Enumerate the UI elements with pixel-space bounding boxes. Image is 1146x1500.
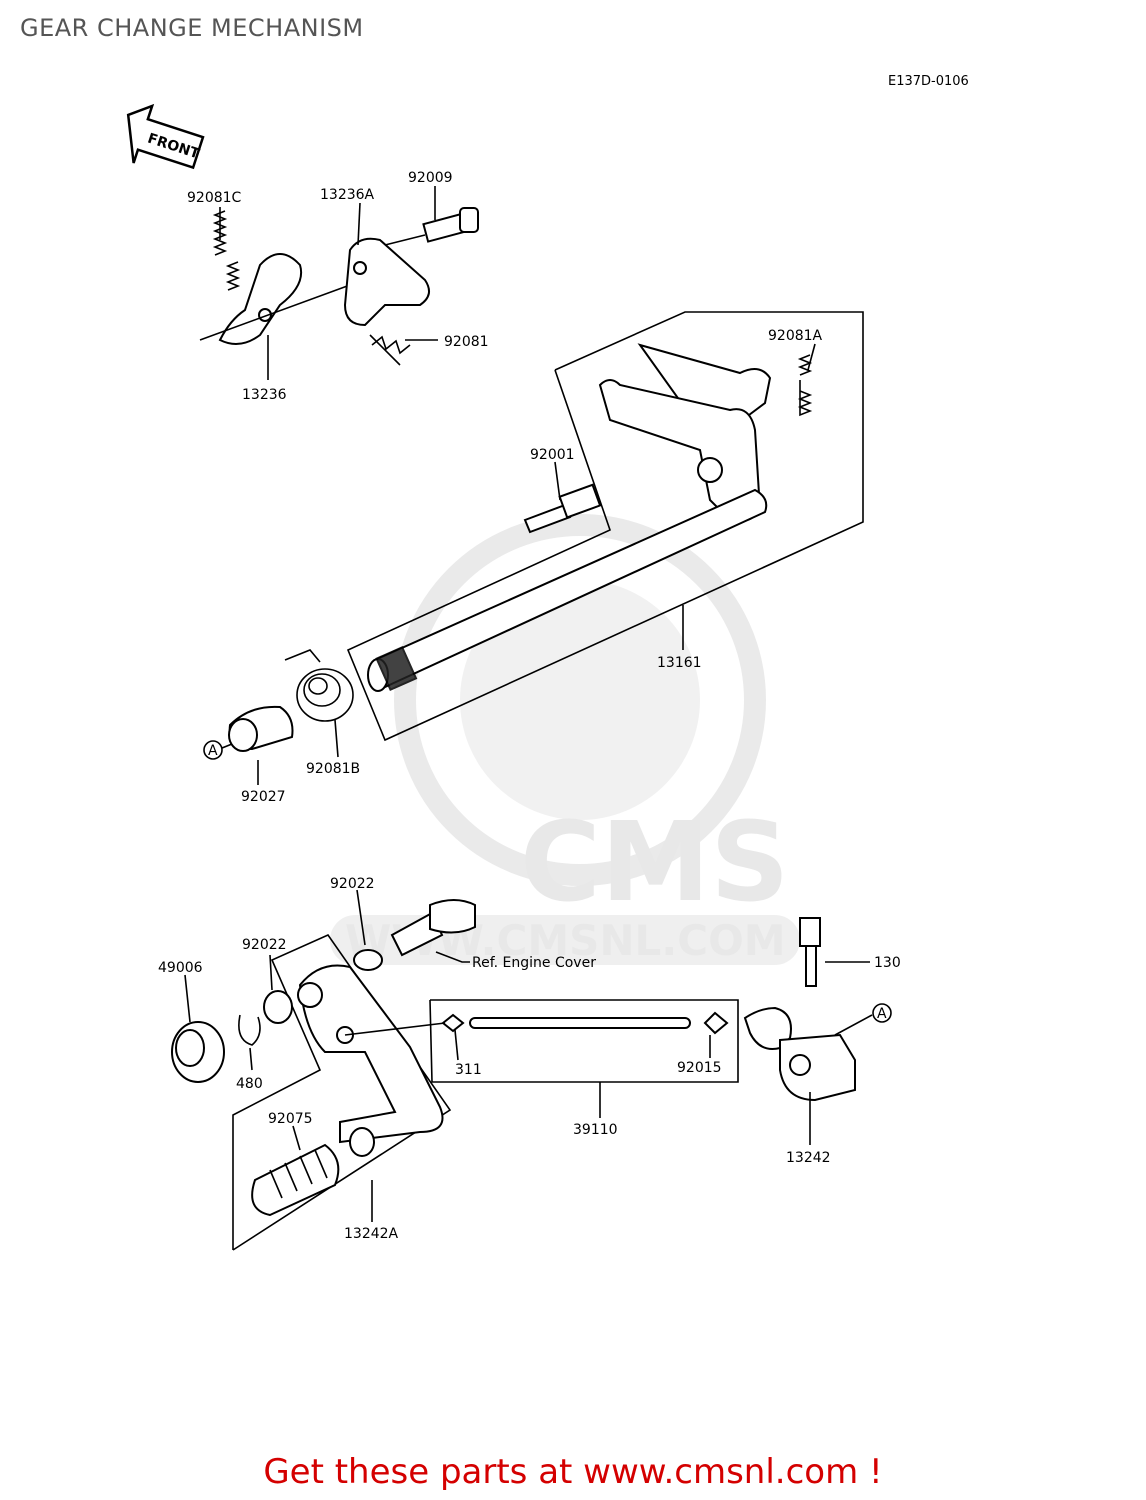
leader-lines	[184, 186, 873, 1222]
cap-49006-icon	[171, 1021, 225, 1083]
part-label: 49006	[158, 960, 203, 976]
washer-92022-left-icon	[263, 990, 293, 1024]
washer-92022-top-icon	[353, 949, 383, 971]
part-label: 39110	[573, 1122, 618, 1138]
part-label: 480	[236, 1076, 263, 1092]
bolt-130-icon	[799, 917, 821, 987]
front-arrow: FRONT	[126, 103, 205, 170]
svg-text:A: A	[877, 1006, 887, 1022]
parts-diagram: CMS WWW.CMSNL.COM FRONT	[126, 103, 901, 1251]
shift-arm-13242-icon	[743, 1006, 856, 1102]
part-labels: 92081C 13236A 92009 92081 13236 92081A 9…	[158, 170, 901, 1242]
part-label: 92022	[330, 876, 375, 892]
spring-92081b-icon	[284, 649, 354, 722]
diagram-code: E137D-0106	[888, 74, 969, 89]
part-label: 92081C	[187, 190, 242, 206]
plate-13236-icon	[218, 253, 302, 345]
rod-group-outline	[429, 999, 739, 1083]
shaft-group-outline	[346, 311, 864, 742]
part-label: 92081B	[306, 761, 360, 777]
reference-note: Ref. Engine Cover	[472, 955, 596, 971]
pedal-rubber-92075-icon	[251, 1127, 375, 1217]
part-label: 92075	[268, 1111, 313, 1127]
plate-13236a-icon	[343, 237, 430, 327]
shift-fork-icon	[598, 343, 772, 523]
spring-92081c-icon	[212, 210, 241, 291]
part-label: 92027	[241, 789, 286, 805]
spring-92081-icon	[369, 334, 411, 366]
part-label: 130	[874, 955, 901, 971]
watermark-brand: CMS	[520, 798, 789, 926]
circlip-480-icon	[238, 1014, 261, 1046]
part-label: 13236A	[320, 187, 375, 203]
collar-92027-icon	[228, 705, 294, 752]
part-label: 92001	[530, 447, 575, 463]
svg-text:A: A	[208, 743, 218, 759]
shift-shaft-13161-icon	[367, 488, 768, 692]
pedal-group-outline	[232, 933, 452, 1251]
shift-pedal-13242a-icon	[297, 964, 444, 1144]
spring-92081a-icon	[797, 354, 813, 417]
part-label: 13236	[242, 387, 287, 403]
bolt-92001-icon	[523, 483, 602, 534]
part-label: 92081A	[768, 328, 823, 344]
footer-cta-link[interactable]: Get these parts at www.cmsnl.com !	[263, 1452, 883, 1492]
part-label: 311	[455, 1062, 482, 1078]
page-title: GEAR CHANGE MECHANISM	[20, 14, 364, 42]
part-label: 92009	[408, 170, 453, 186]
part-label: 92015	[677, 1060, 722, 1076]
callout-a-upper: A	[203, 740, 233, 760]
part-label: 92081	[444, 334, 489, 350]
part-label: 92022	[242, 937, 287, 953]
callout-a-lower: A	[872, 1003, 892, 1023]
part-label: 13242	[786, 1150, 831, 1166]
part-label: 13161	[657, 655, 702, 671]
bolt-92009-icon	[384, 207, 479, 246]
pivot-bolt-icon	[390, 899, 476, 957]
part-label: 13242A	[344, 1226, 399, 1242]
link-rod-39110-icon	[441, 1011, 729, 1035]
